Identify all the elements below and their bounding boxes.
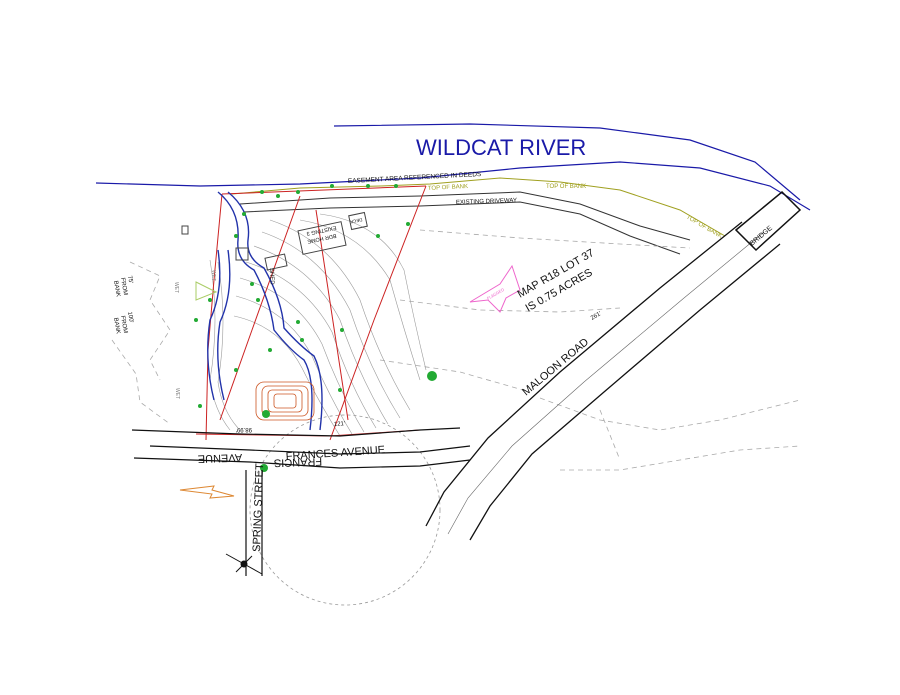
top-of-bank-line — [231, 177, 726, 237]
from-bank-75-a: 75' — [126, 275, 133, 284]
maloon-road — [425, 221, 781, 541]
trees — [194, 184, 437, 472]
avenue-mirrored-label: AVENUE — [198, 451, 243, 465]
existing-driveway — [239, 191, 691, 255]
maloon-road-label: MALOON ROAD — [520, 336, 591, 398]
francis-mirrored-label: FRANCIS — [274, 455, 323, 469]
deck-label: DECK — [350, 217, 363, 224]
svg-text:FLAGGED: FLAGGED — [486, 287, 505, 301]
wet-label-2: WET — [210, 270, 216, 281]
top-of-bank-label-2: TOP OF BANK — [546, 184, 586, 190]
dimension-label-1: 98.99' — [236, 426, 252, 432]
dimension-label-3: 121' — [334, 421, 346, 428]
frances-avenue — [131, 427, 471, 469]
river-label: WILDCAT RIVER — [416, 135, 586, 160]
from-bank-75-c: BANK — [112, 280, 121, 297]
stream — [207, 191, 323, 431]
spring-street-label: SPRING STREET — [251, 463, 266, 552]
spring-street — [245, 470, 263, 576]
existing-driveway-label: EXISTING DRIVEWAY — [456, 198, 517, 206]
from-bank-75-b: FROM — [119, 277, 128, 295]
contour-lines — [209, 213, 427, 437]
shed-label: SHED — [268, 268, 275, 286]
septic-area — [255, 381, 315, 421]
wetland-flag-label: FLAGGED — [486, 287, 505, 301]
radius-circle — [249, 414, 441, 606]
from-bank-100-c: BANK — [112, 317, 121, 334]
from-bank-100-b: FROM — [119, 315, 128, 333]
top-of-bank-label-1: TOP OF BANK — [428, 184, 468, 192]
dashed-lines — [111, 229, 801, 471]
top-of-bank-label-3: TOP OF BANK — [685, 215, 723, 240]
flow-arrow — [195, 281, 218, 301]
wetland-flags — [469, 264, 521, 313]
dimension-label-2: 261' — [590, 311, 603, 322]
property-lines — [195, 185, 427, 441]
buildings — [181, 211, 368, 271]
easement-label: EASEMENT AREA REFERENCED IN DEEDS — [348, 171, 482, 185]
north-arrow-icon — [225, 553, 263, 575]
wet-label-3: WET — [174, 388, 180, 399]
bridge — [734, 190, 802, 252]
wet-label-1: WET — [173, 282, 179, 293]
access-arrow-icon — [179, 485, 235, 499]
river-edges — [95, 123, 811, 211]
from-bank-100-a: 100' — [126, 311, 134, 323]
